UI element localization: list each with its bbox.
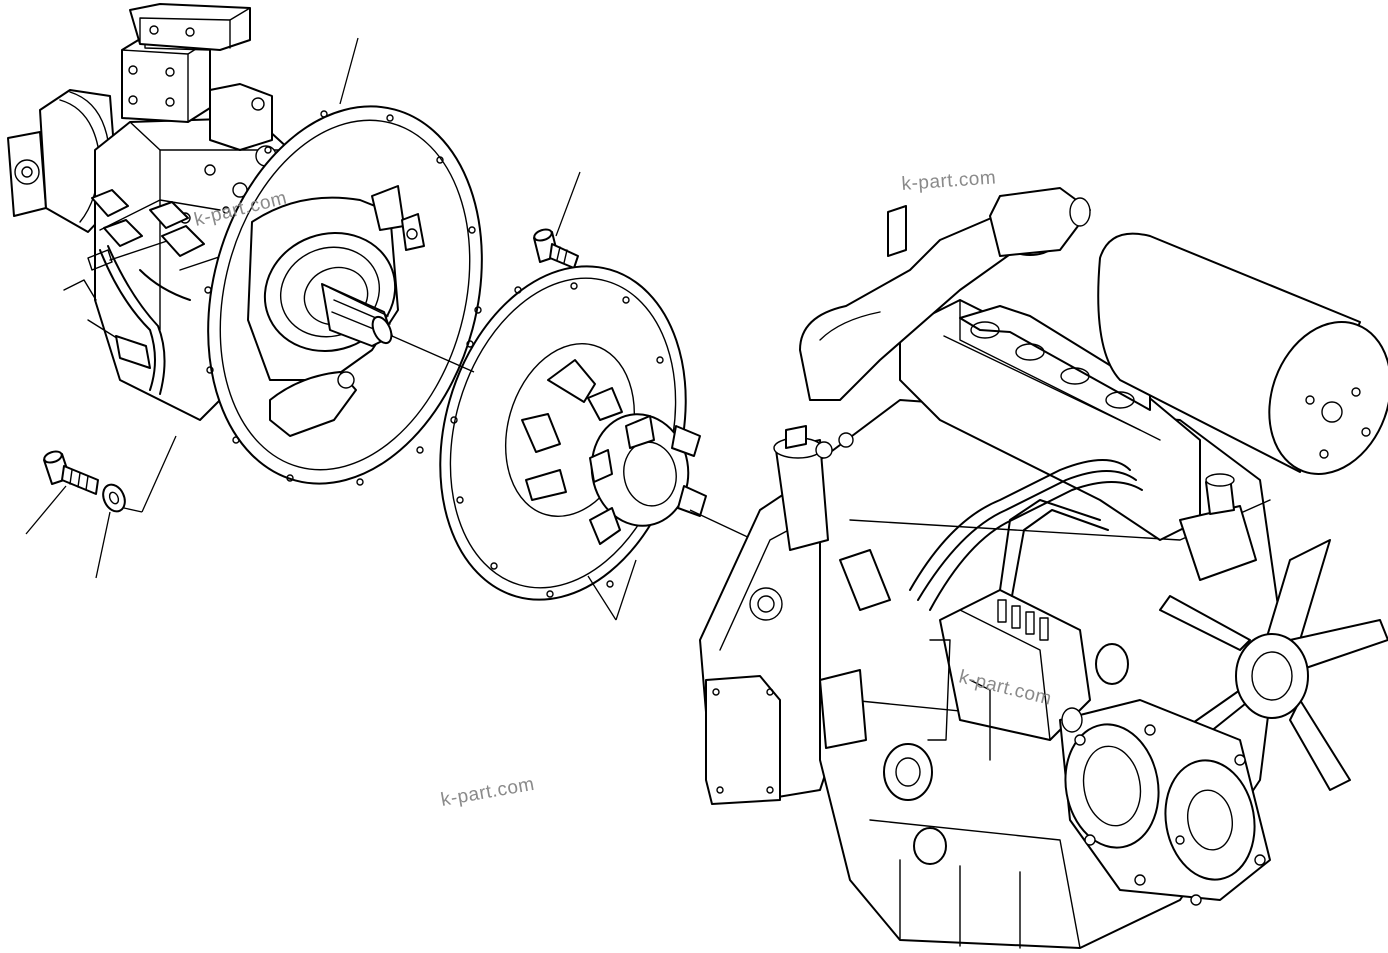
washer (102, 483, 126, 513)
mounting-bolt (43, 450, 99, 495)
leader-lines-coupling (587, 509, 755, 621)
leader-lines-pump (123, 37, 359, 513)
diesel-engine (699, 187, 1388, 949)
watermark-bottom: k-part.com (439, 774, 536, 811)
shaft-axis-line (391, 335, 475, 373)
leader-lines-bolt (25, 485, 111, 579)
rubber-coupling (521, 359, 707, 545)
hydraulic-pump-assembly (7, 3, 483, 486)
watermark-engine-top: k-part.com (901, 167, 997, 195)
coupling-bolt (533, 171, 581, 269)
